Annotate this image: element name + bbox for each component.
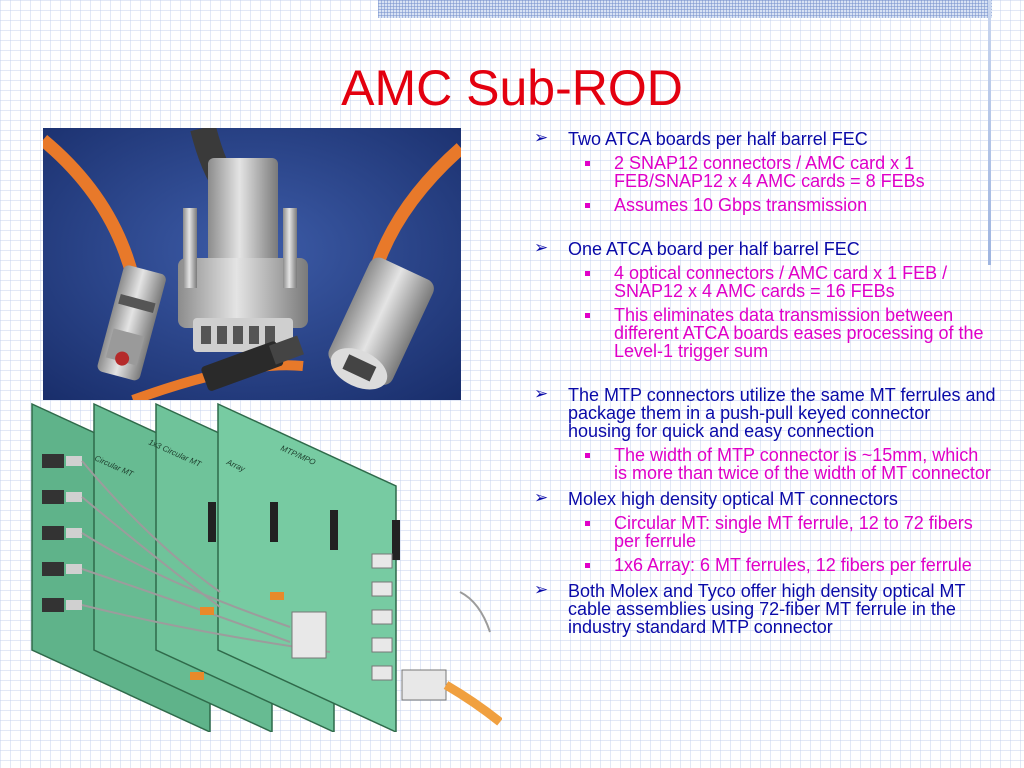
bullet-1-sub-2-text: Assumes 10 Gbps transmission	[614, 195, 868, 215]
bullet-2-sub-2-text: This eliminates data transmission betwee…	[614, 305, 984, 361]
bullet-4-sub-2-text: 1x6 Array: 6 MT ferrules, 12 fibers per …	[614, 555, 972, 575]
bullet-1: ➢ Two ATCA boards per half barrel FEC	[534, 128, 996, 149]
bullet-1-text: Two ATCA boards per half barrel FEC	[568, 129, 868, 149]
square-bullet-icon	[585, 521, 590, 526]
bullet-list: ➢ Two ATCA boards per half barrel FEC 2 …	[534, 128, 996, 637]
bullet-4-sub-1-text: Circular MT: single MT ferrule, 12 to 72…	[614, 513, 973, 551]
bullet-5-text: Both Molex and Tyco offer high density o…	[568, 581, 966, 637]
bullet-2-sub-1: 4 optical connectors / AMC card x 1 FEB …	[534, 264, 996, 300]
bullet-1-sub-1-text: 2 SNAP12 connectors / AMC card x 1 FEB/S…	[614, 153, 925, 191]
bullet-4-sub-1: Circular MT: single MT ferrule, 12 to 72…	[534, 514, 996, 550]
vertical-rule	[988, 0, 991, 265]
bullet-3-sub-1-text: The width of MTP connector is ~15mm, whi…	[614, 445, 991, 483]
arrow-bullet-icon: ➢	[534, 580, 549, 599]
bullet-1-sub-1: 2 SNAP12 connectors / AMC card x 1 FEB/S…	[534, 154, 996, 190]
square-bullet-icon	[585, 563, 590, 568]
connector-photo	[43, 128, 461, 400]
bullet-2-sub-2: This eliminates data transmission betwee…	[534, 306, 996, 360]
bullet-2-sub-1-text: 4 optical connectors / AMC card x 1 FEB …	[614, 263, 948, 301]
slide-title: AMC Sub-ROD	[341, 60, 683, 116]
bullet-2: ➢ One ATCA board per half barrel FEC	[534, 238, 996, 259]
bullet-1-sub-2: Assumes 10 Gbps transmission	[534, 196, 996, 214]
square-bullet-icon	[585, 271, 590, 276]
bullet-3-sub-1: The width of MTP connector is ~15mm, whi…	[534, 446, 996, 482]
square-bullet-icon	[585, 453, 590, 458]
square-bullet-icon	[585, 203, 590, 208]
mt-connector-board-diagram: Circular MT 1x3 Circular MT Array MTP/MP…	[30, 402, 502, 732]
bullet-4-text: Molex high density optical MT connectors	[568, 489, 898, 509]
square-bullet-icon	[585, 313, 590, 318]
bullet-2-text: One ATCA board per half barrel FEC	[568, 239, 860, 259]
bullet-3-text: The MTP connectors utilize the same MT f…	[568, 385, 996, 441]
arrow-bullet-icon: ➢	[534, 488, 549, 507]
arrow-bullet-icon: ➢	[534, 384, 549, 403]
bullet-4-sub-2: 1x6 Array: 6 MT ferrules, 12 fibers per …	[534, 556, 996, 574]
header-band	[378, 0, 992, 18]
bullet-5: ➢ Both Molex and Tyco offer high density…	[534, 580, 996, 637]
arrow-bullet-icon: ➢	[534, 128, 549, 147]
arrow-bullet-icon: ➢	[534, 238, 549, 257]
square-bullet-icon	[585, 161, 590, 166]
bullet-3: ➢ The MTP connectors utilize the same MT…	[534, 384, 996, 441]
bullet-4: ➢ Molex high density optical MT connecto…	[534, 488, 996, 509]
